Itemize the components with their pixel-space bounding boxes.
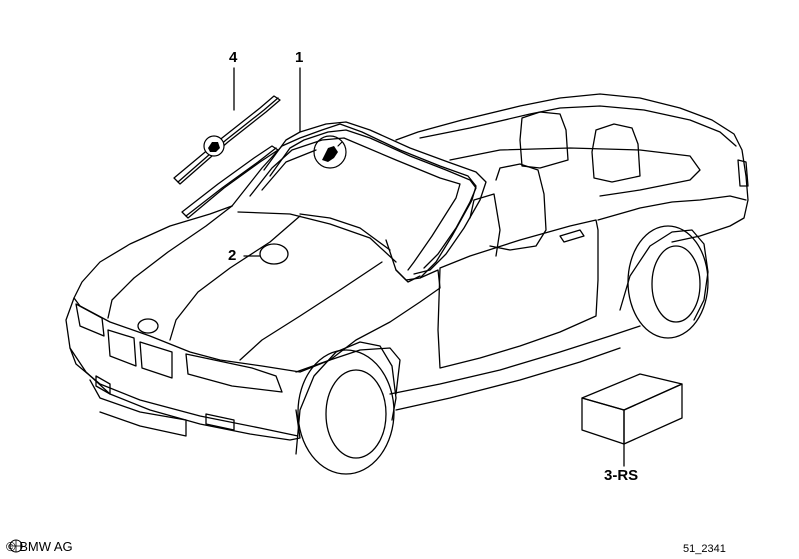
car-front-seat: [490, 164, 546, 250]
car-rear-wheel-hub: [652, 246, 700, 322]
box-side: [624, 384, 682, 444]
callout-3-rs: 3-RS: [604, 467, 639, 484]
car-fog-light-right: [206, 414, 234, 430]
car-tail-light: [738, 160, 748, 186]
car-door-handle: [560, 230, 584, 242]
car-rear-top-edge: [420, 106, 736, 146]
bmw-logo-icon: [9, 539, 23, 553]
car-rear-quarter: [598, 196, 746, 220]
part-2-emblem: [244, 244, 288, 264]
box-front: [582, 398, 624, 444]
car-hood-center: [170, 216, 300, 340]
car-badge: [138, 319, 158, 333]
strip-lower-inner: [186, 148, 276, 216]
emblem-outline: [260, 244, 288, 264]
car-front-wheel: [298, 350, 394, 474]
car-dash-curve: [300, 214, 390, 250]
car-rear-seat-right: [592, 124, 640, 182]
gear-hand-icon: [204, 136, 224, 156]
car-side-sill: [390, 326, 640, 394]
strip-upper-inner: [178, 98, 278, 182]
copyright-text: © BMW AG: [6, 539, 73, 554]
car-grille-right: [140, 342, 172, 378]
car-fog-light-left: [96, 376, 110, 394]
part-3-repair-set-box: [582, 374, 682, 466]
car-headlight-right: [186, 354, 282, 392]
car-grille-left: [108, 330, 136, 366]
car-rear-deck: [396, 94, 748, 242]
part-4-cover-strip: [174, 68, 280, 218]
car-dashboard: [238, 212, 396, 262]
car-windshield-inner: [250, 138, 460, 270]
car-rear-wheel: [628, 226, 708, 338]
car-windshield-glass-line: [262, 150, 316, 190]
car-front-wheel-hub: [326, 370, 386, 458]
diagram-id: 51_2341: [683, 543, 726, 555]
car-windshield-frame: [232, 124, 476, 280]
callout-1: 1: [295, 49, 304, 66]
box-top: [582, 374, 682, 410]
car-a-pillar: [386, 240, 420, 282]
car-hood-crease-right: [240, 262, 382, 360]
strip-lower: [182, 146, 278, 218]
car-rear-seat-left: [520, 112, 568, 168]
car-bumper: [70, 348, 298, 436]
glue-icon: [314, 136, 346, 168]
car-cabin-rim: [450, 148, 700, 196]
car-hood-crease-left: [108, 206, 232, 318]
part-1-windshield-seal: [264, 68, 486, 274]
car-bumper-lower: [90, 380, 186, 436]
convertible-car: [66, 94, 748, 474]
seal-outer: [264, 122, 486, 274]
car-rear-wheel-arch: [620, 230, 708, 320]
seal-inner: [270, 130, 476, 268]
car-front-fender: [296, 348, 400, 394]
car-front-seat-cushion: [470, 194, 500, 256]
strip-upper: [174, 96, 280, 184]
car-front-face: [66, 298, 300, 440]
car-hood: [74, 206, 440, 372]
car-side-sill-lower: [396, 348, 620, 410]
car-door: [438, 220, 598, 368]
callout-4: 4: [229, 49, 238, 66]
callout-2: 2: [228, 247, 237, 264]
car-headlight-left: [76, 304, 104, 336]
car-front-wheel-arch: [296, 342, 396, 454]
